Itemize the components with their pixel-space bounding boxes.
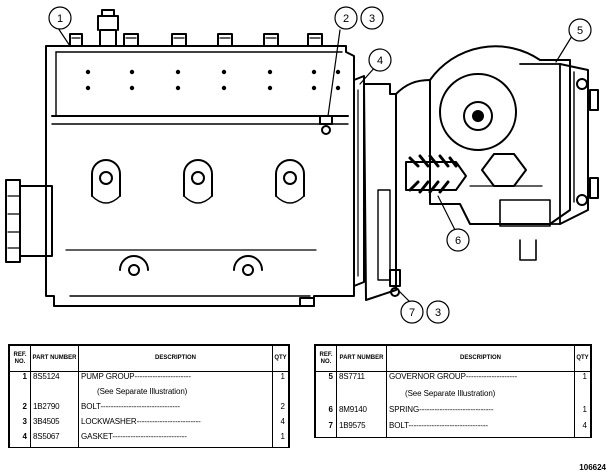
governor-housing (429, 45, 599, 261)
description: BOLT------------------------------- (386, 420, 575, 437)
description: LOCKWASHER------------------------- (78, 417, 273, 433)
figure-number: 106624 (579, 463, 606, 472)
header-qty: QTY (272, 345, 289, 372)
governor-gear (405, 154, 467, 194)
table-row: 6 8M9140 SPRING-------------------------… (315, 404, 591, 421)
quantity: 2 (272, 402, 289, 418)
callout-label-7: 7 (409, 307, 415, 319)
header-ref: REF. NO. (9, 345, 31, 372)
callout-circle-2 (334, 6, 358, 30)
callout-label-4: 4 (377, 55, 383, 67)
callout-label-3: 3 (369, 13, 375, 25)
description: BOLT------------------------------- (78, 402, 273, 418)
table-row: (See Separate Illustration) (315, 388, 591, 405)
part-number (30, 387, 79, 403)
ref-no (315, 388, 337, 405)
callout-label-6: 6 (455, 235, 461, 247)
callout-label-3b: 3 (435, 307, 441, 319)
table-row: (See Separate Illustration) (9, 387, 289, 403)
table-row: 2 1B2790 BOLT---------------------------… (9, 402, 289, 418)
header-ref: REF. NO. (315, 345, 337, 372)
part-number (336, 388, 387, 405)
description: SPRING----------------------------- (386, 404, 575, 421)
part-number: 1B2790 (30, 402, 79, 418)
description: PUMP GROUP---------------------- (78, 371, 273, 388)
description: (See Separate Illustration) (386, 388, 575, 405)
parts-table-left: REF. NO. PART NUMBER DESCRIPTION QTY 1 8… (8, 344, 290, 448)
part-number: 1B9575 (336, 420, 387, 437)
pump-body (5, 45, 355, 307)
header-qty: QTY (574, 345, 591, 372)
table-row: 3 3B4505 LOCKWASHER---------------------… (9, 417, 289, 433)
leader-lines (57, 27, 573, 305)
header-part-number: PART NUMBER (336, 345, 387, 372)
quantity: 1 (574, 404, 591, 421)
quantity: 1 (574, 371, 591, 389)
top-fittings (69, 9, 323, 47)
part-number: 3B4505 (30, 417, 79, 433)
ref-no: 6 (315, 404, 337, 421)
description: (See Separate Illustration) (78, 387, 273, 403)
table-row: 4 8S5067 GASKET-------------------------… (9, 432, 289, 447)
quantity: 4 (574, 420, 591, 437)
part-number: 8S5124 (30, 371, 79, 388)
callout-circle-5 (568, 18, 592, 42)
callout-circle-4 (368, 48, 392, 72)
ref-no (9, 387, 31, 403)
parts-table-right: REF. NO. PART NUMBER DESCRIPTION QTY 5 8… (314, 344, 592, 438)
part-number: 8S7711 (336, 371, 387, 389)
callout-circle-3 (360, 6, 384, 30)
ref-no: 5 (315, 371, 337, 389)
callout-circle-1 (48, 6, 72, 30)
callout-label-1: 1 (57, 13, 63, 25)
part-number: 8S5067 (30, 432, 79, 447)
table-row: 5 8S7711 GOVERNOR GROUP-----------------… (315, 371, 591, 389)
quantity: 1 (272, 371, 289, 388)
callout-label-2: 2 (343, 13, 349, 25)
ref-no: 4 (9, 432, 31, 447)
table-row: 1 8S5124 PUMP GROUP---------------------… (9, 371, 289, 388)
ref-no: 1 (9, 371, 31, 388)
quantity (574, 388, 591, 405)
ref-no: 2 (9, 402, 31, 418)
header-description: DESCRIPTION (386, 345, 575, 372)
header-description: DESCRIPTION (78, 345, 273, 372)
ref-no: 7 (315, 420, 337, 437)
quantity (272, 387, 289, 403)
table-row: 7 1B9575 BOLT---------------------------… (315, 420, 591, 437)
description: GASKET----------------------------- (78, 432, 273, 447)
quantity: 4 (272, 417, 289, 433)
ref-no: 3 (9, 417, 31, 433)
bottom-bolts (299, 269, 401, 307)
callout-circle-6 (446, 228, 470, 252)
callout-circle-3b (426, 300, 450, 324)
callout-circle-7 (400, 300, 424, 324)
header-part-number: PART NUMBER (30, 345, 79, 372)
callouts (48, 6, 592, 324)
part-number: 8M9140 (336, 404, 387, 421)
description: GOVERNOR GROUP-------------------- (386, 371, 575, 389)
callout-label-5: 5 (577, 25, 583, 37)
gasket (353, 75, 365, 287)
quantity: 1 (272, 432, 289, 447)
